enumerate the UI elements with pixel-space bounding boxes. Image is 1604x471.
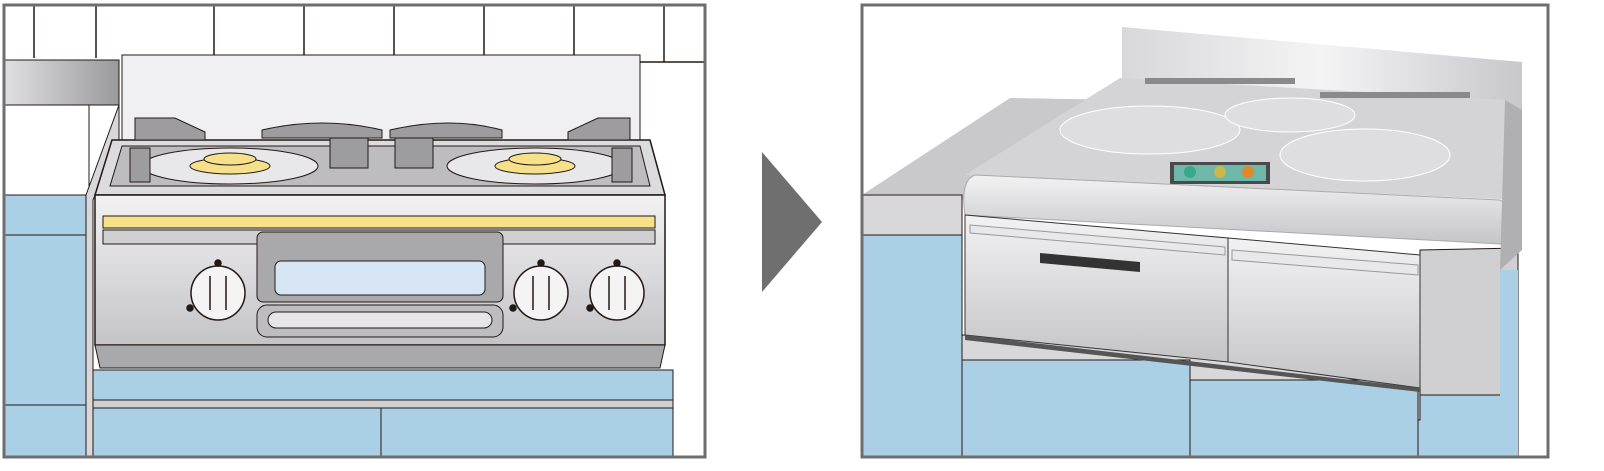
panel-frame	[2, 3, 707, 459]
burner-right	[446, 147, 624, 185]
ih-burner-center	[1224, 97, 1356, 133]
ih-burner-right	[1279, 128, 1451, 182]
arrow-right-icon	[762, 152, 822, 292]
burner-grates	[129, 117, 633, 183]
knob-right-icon	[586, 259, 645, 321]
knob-left-icon	[186, 259, 246, 321]
grill-window	[274, 260, 486, 296]
knob-middle-icon	[509, 259, 569, 321]
wall-tiles	[33, 5, 705, 63]
panel-frame	[860, 3, 1550, 459]
left-cabinet	[3, 194, 87, 458]
gas-stove-panel	[2, 3, 707, 459]
ih-cooktop-panel	[860, 3, 1550, 459]
range-hood	[3, 59, 120, 106]
control-display	[1170, 162, 1270, 184]
ih-burner-left	[1059, 105, 1241, 155]
burner-left	[141, 147, 319, 185]
drawer-handle	[1040, 253, 1140, 272]
